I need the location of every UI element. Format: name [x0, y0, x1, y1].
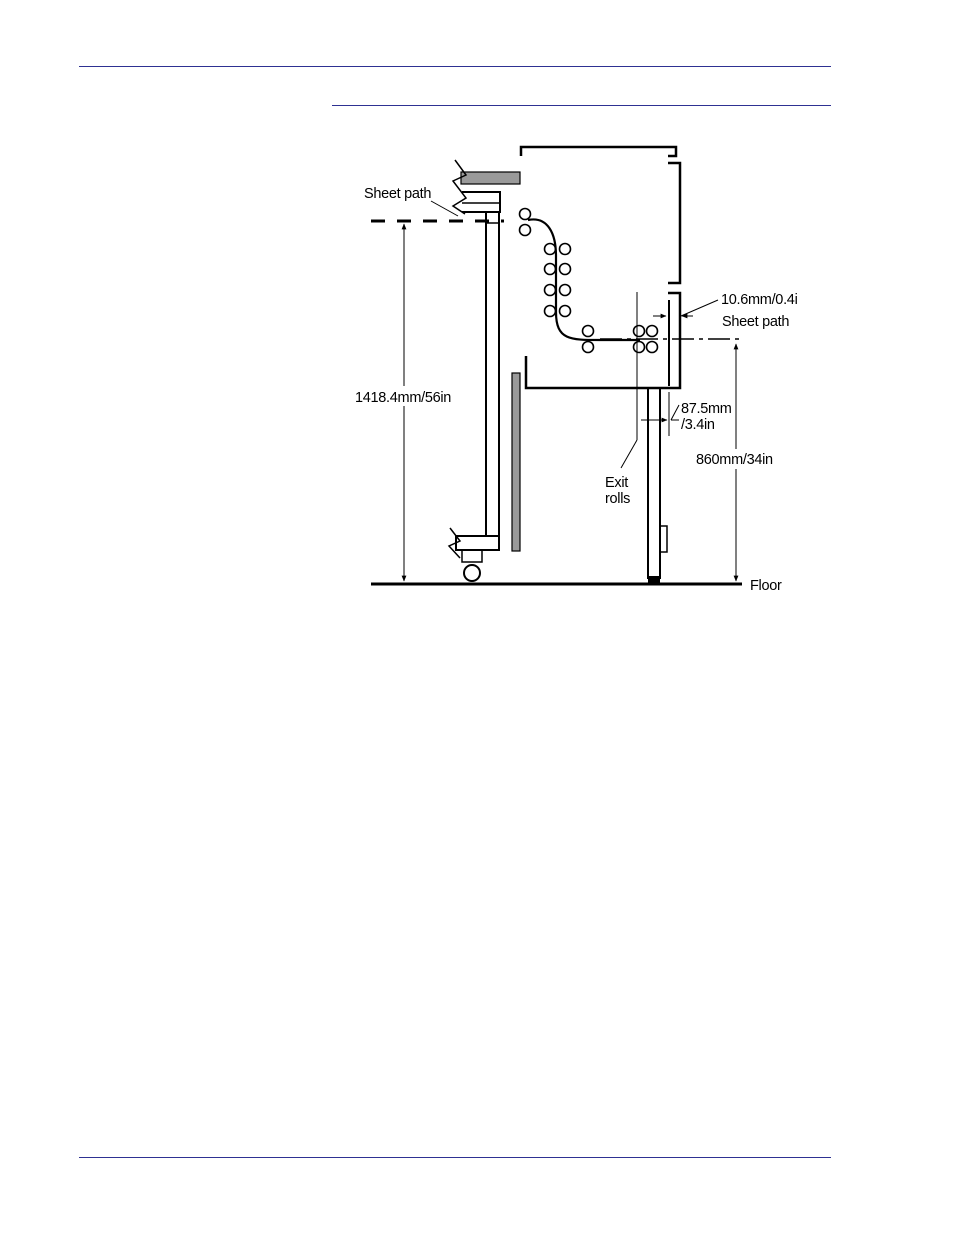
offset-label-line2: /3.4in	[681, 417, 715, 433]
exit-rolls-label-line2: rolls	[605, 491, 630, 507]
exit-rolls-label-line1: Exit	[605, 475, 628, 491]
break-mark-top	[453, 160, 466, 214]
gap-dimension-label: 10.6mm/0.4i	[721, 292, 798, 308]
right-foot	[648, 576, 660, 585]
left-top-panel	[461, 172, 520, 184]
offset-label-line1: 87.5mm	[681, 401, 732, 417]
right-machine	[521, 147, 680, 585]
floor-label: Floor	[750, 578, 782, 594]
sheet-path-right-label: Sheet path	[722, 314, 789, 330]
left-machine	[449, 160, 520, 581]
break-mark-bottom	[449, 528, 460, 558]
sheet-path-left-label: Sheet path	[364, 186, 431, 202]
height-right-label: 860mm/34in	[696, 452, 773, 468]
caster-wheel	[464, 565, 480, 581]
left-side-panel	[512, 373, 520, 551]
paper-path-curve	[528, 219, 640, 340]
height-left-label: 1418.4mm/56in	[355, 390, 451, 406]
